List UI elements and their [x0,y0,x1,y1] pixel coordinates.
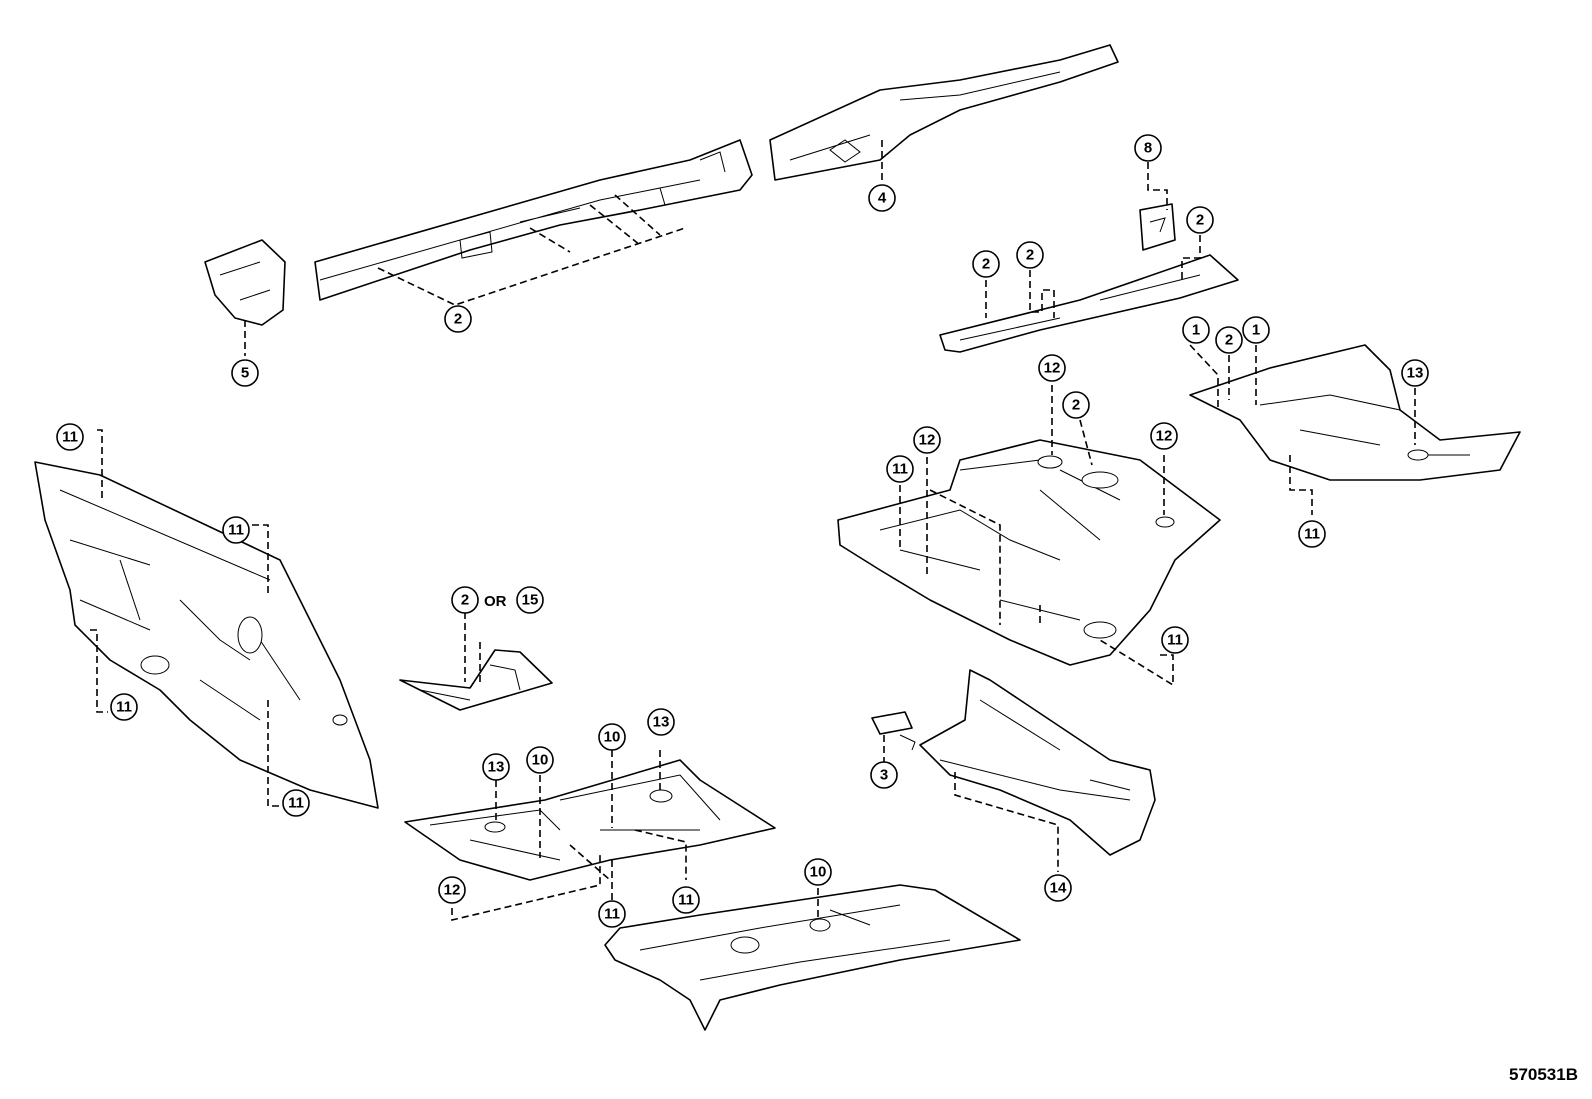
callout-11-center-a: 11 [886,455,914,483]
rear-floor-side-member [939,254,1239,353]
svg-text:2: 2 [982,256,990,273]
floor-tunnel [604,884,1021,1031]
svg-text:1: 1 [1192,322,1200,339]
rear-side-member-upper [769,44,1119,181]
svg-text:11: 11 [116,699,132,716]
callout-12-center-a: 12 [1038,354,1066,382]
svg-text:3: 3 [880,767,888,784]
callout-11-dash-b: 11 [222,516,250,544]
svg-text:5: 5 [241,365,249,382]
callout-13-front-b: 13 [647,708,675,736]
svg-text:12: 12 [1156,428,1173,445]
svg-text:12: 12 [444,882,461,899]
bracket-part-3 [871,711,916,751]
callout-11-dash-a: 11 [56,423,84,451]
callout-1-b: 1 [1242,316,1270,344]
callout-3: 3 [870,761,898,789]
bracket-part-5 [204,239,286,326]
svg-text:11: 11 [62,429,78,446]
svg-text:10: 10 [810,864,827,881]
svg-text:OR: OR [484,593,507,610]
callout-2-or-15: 2 OR 15 [451,586,544,614]
callout-12-center-b: 12 [1150,422,1178,450]
svg-text:11: 11 [1167,632,1183,649]
svg-text:10: 10 [604,729,621,746]
center-floor-pan [837,439,1221,666]
svg-text:11: 11 [228,522,244,539]
bracket-part-8 [1139,203,1176,251]
callout-2-bracket: 2 [1186,206,1214,234]
callout-11-rear: 11 [1298,520,1326,548]
figure-id: 570531B [1508,1065,1578,1084]
svg-text:2: 2 [1026,247,1034,264]
callout-11-front-b: 11 [672,886,700,914]
callout-11-front-a: 11 [598,900,626,928]
svg-text:13: 13 [488,759,505,776]
callout-12-center-c: 12 [913,426,941,454]
callout-2-rear-b: 2 [1016,241,1044,269]
floor-bracket-part-2-or-15 [399,649,553,711]
svg-text:11: 11 [1304,526,1320,543]
callout-13-front-a: 13 [482,753,510,781]
svg-text:11: 11 [678,892,694,909]
leader-lines [90,140,1416,922]
callout-8: 8 [1134,134,1162,162]
callout-11-center-b: 11 [1161,626,1189,654]
svg-text:1: 1 [1252,322,1260,339]
svg-text:11: 11 [892,461,908,478]
svg-text:12: 12 [1044,360,1061,377]
svg-text:11: 11 [604,906,620,923]
front-side-member-left [314,139,753,301]
callout-2-center: 2 [1062,391,1090,419]
svg-text:2: 2 [454,311,462,328]
svg-text:2: 2 [1196,212,1204,229]
dash-panel [34,461,379,809]
svg-text:13: 13 [1407,365,1424,382]
svg-text:15: 15 [522,592,539,609]
rear-floor-pan [1189,344,1521,481]
callout-1-a: 1 [1182,316,1210,344]
callout-14: 14 [1044,874,1072,902]
svg-text:14: 14 [1050,880,1067,897]
callout-10-tunnel: 10 [804,858,832,886]
svg-text:4: 4 [878,190,887,207]
callout-5: 5 [231,359,259,387]
svg-text:13: 13 [653,714,670,731]
svg-text:10: 10 [532,752,549,769]
callout-10-front-a: 10 [526,746,554,774]
svg-text:2: 2 [1225,332,1233,349]
svg-text:2: 2 [461,592,469,609]
callout-12-front: 12 [438,876,466,904]
svg-text:2: 2 [1072,397,1080,414]
callout-11-dash-d: 11 [282,789,310,817]
callout-4: 4 [868,184,896,212]
callout-2-rear-c: 2 [1215,326,1243,354]
callout-11-dash-c: 11 [110,693,138,721]
rear-cross-member [919,669,1156,856]
callout-2-member: 2 [444,305,472,333]
svg-text:11: 11 [288,795,304,812]
svg-text:8: 8 [1144,140,1152,157]
callout-10-front-b: 10 [598,723,626,751]
callout-2-rear-a: 2 [972,250,1000,278]
svg-text:12: 12 [919,432,936,449]
callout-13-rear: 13 [1401,359,1429,387]
